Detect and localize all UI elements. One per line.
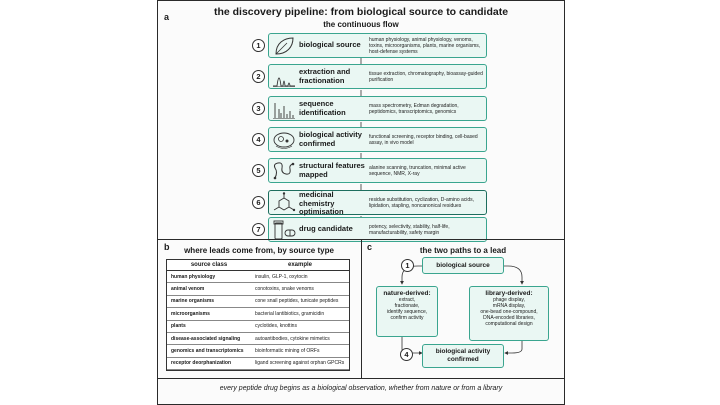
peptide-chain-icon (272, 160, 296, 182)
pipeline-step-2: extraction and fractionation tissue extra… (268, 64, 487, 89)
source-class-cell: microorganisms (167, 307, 251, 321)
panel-a-letter: a (164, 12, 170, 22)
library-derived-line: DNA-encoded libraries, (483, 315, 535, 321)
example-cell: bacterial lantibiotics, gramicidin (251, 307, 349, 321)
panel-b-title: where leads come from, by source type (184, 246, 334, 255)
source-class-cell: marine organisms (167, 295, 251, 309)
step-description: human physiology, animal physiology, ven… (369, 36, 481, 55)
step-label: sequence identification (299, 99, 346, 117)
library-derived-line: phage display, (493, 297, 525, 303)
column-header-source-class: source class (167, 260, 251, 271)
example-cell: cyclotides, knottins (251, 320, 349, 333)
source-class-cell: animal venom (167, 282, 251, 296)
source-class-cell: human physiology (167, 270, 251, 284)
nature-derived-line: confirm activity (390, 315, 424, 321)
example-cell: autoantibodies, cytokine mimetics (251, 332, 349, 346)
source-class-cell: genomics and transcriptomics (167, 344, 251, 358)
step-description: mass spectrometry, Edman degradation, pe… (369, 102, 459, 115)
panel-a-connectors (360, 58, 362, 217)
mass-spectrum-icon (272, 98, 296, 120)
path-activity-confirmed-label: biological activity confirmed (435, 348, 491, 363)
path-step-number-4: 4 (400, 348, 413, 361)
cell-assay-icon (272, 129, 296, 151)
figure-title: the discovery pipeline: from biological … (213, 6, 509, 18)
step-number-4: 4 (252, 133, 265, 146)
path-biological-source-box: biological source (422, 257, 504, 274)
pipeline-step-4: biological activity confirmed functional … (268, 127, 487, 152)
library-derived-heading: library-derived: (485, 290, 533, 297)
vial-pill-icon (272, 219, 296, 241)
source-class-cell: plants (167, 320, 251, 333)
step-description: potency, selectivity, stability, half-li… (369, 223, 450, 236)
panel-b-letter: b (164, 242, 170, 252)
library-derived-line: mRNA display, (492, 303, 526, 309)
footer-caption: every peptide drug begins as a biologica… (219, 385, 503, 392)
step-number-1: 1 (252, 39, 265, 52)
example-cell: ligand screening against orphan GPCRs (251, 357, 349, 371)
step-number-6: 6 (252, 196, 265, 209)
step-description: tissue extraction, chromatography, bioas… (369, 70, 483, 83)
library-derived-line: computational design (485, 321, 533, 327)
example-cell: insulin, GLP-1, oxytocin (251, 270, 349, 284)
panel-c-title: the two paths to a lead (419, 246, 507, 255)
step-description: residue substitution, cyclization, D-ami… (369, 196, 475, 209)
step-label: structural features mapped (299, 161, 365, 179)
nature-derived-heading: nature-derived: (383, 290, 431, 297)
example-cell: conotoxins, snake venoms (251, 282, 349, 296)
panel-c-letter: c (367, 242, 373, 252)
column-header-example: example (251, 260, 349, 271)
step-number-2: 2 (252, 70, 265, 83)
molecule-icon (272, 192, 296, 214)
library-derived-box: library-derived: phage display, mRNA dis… (469, 286, 549, 341)
pipeline-step-5: structural features mapped alanine scanni… (268, 158, 487, 183)
panel-vertical-divider (361, 239, 362, 378)
path-step-number-1: 1 (401, 259, 414, 272)
path-activity-confirmed-box: biological activity confirmed (422, 344, 504, 368)
nature-derived-line: identify sequence, (386, 309, 428, 315)
pipeline-step-3: sequence identification mass spectrometry… (268, 96, 487, 121)
example-cell: cone snail peptides, tunicate peptides (251, 295, 349, 309)
library-derived-line: one-bead one-compound, (480, 309, 538, 315)
source-class-cell: disease-associated signaling (167, 332, 251, 346)
step-label: extraction and fractionation (299, 67, 351, 85)
chromatogram-icon (272, 66, 296, 88)
step-description: functional screening, receptor binding, … (369, 133, 478, 146)
step-number-3: 3 (252, 102, 265, 115)
nature-derived-line: fractionate, (394, 303, 420, 309)
leaf-icon (272, 35, 296, 57)
step-label: biological activity confirmed (299, 130, 362, 148)
nature-derived-line: extract, (398, 297, 416, 303)
footer-divider (158, 378, 564, 379)
figure-frame: the discovery pipeline: from biological … (157, 0, 565, 405)
step-label: medicinal chemistry optimisation (299, 190, 344, 216)
step-label: drug candidate (299, 224, 353, 233)
source-class-cell: receptor deorphanization (167, 357, 251, 371)
path-biological-source-label: biological source (436, 262, 490, 269)
step-label: biological source (299, 40, 361, 49)
step-description: alanine scanning, truncation, minimal ac… (369, 164, 466, 177)
step-number-7: 7 (252, 223, 265, 236)
nature-derived-box: nature-derived: extract, fractionate, id… (376, 286, 438, 337)
example-cell: bioinformatic mining of ORFs (251, 344, 349, 358)
pipeline-step-6: medicinal chemistry optimisation residue … (268, 190, 487, 216)
step-number-5: 5 (252, 164, 265, 177)
pipeline-step-7: drug candidate potency, selectivity, stab… (268, 217, 487, 242)
panel-a-title: the continuous flow (323, 20, 399, 29)
pipeline-step-1: biological source human physiology, anima… (268, 33, 487, 58)
